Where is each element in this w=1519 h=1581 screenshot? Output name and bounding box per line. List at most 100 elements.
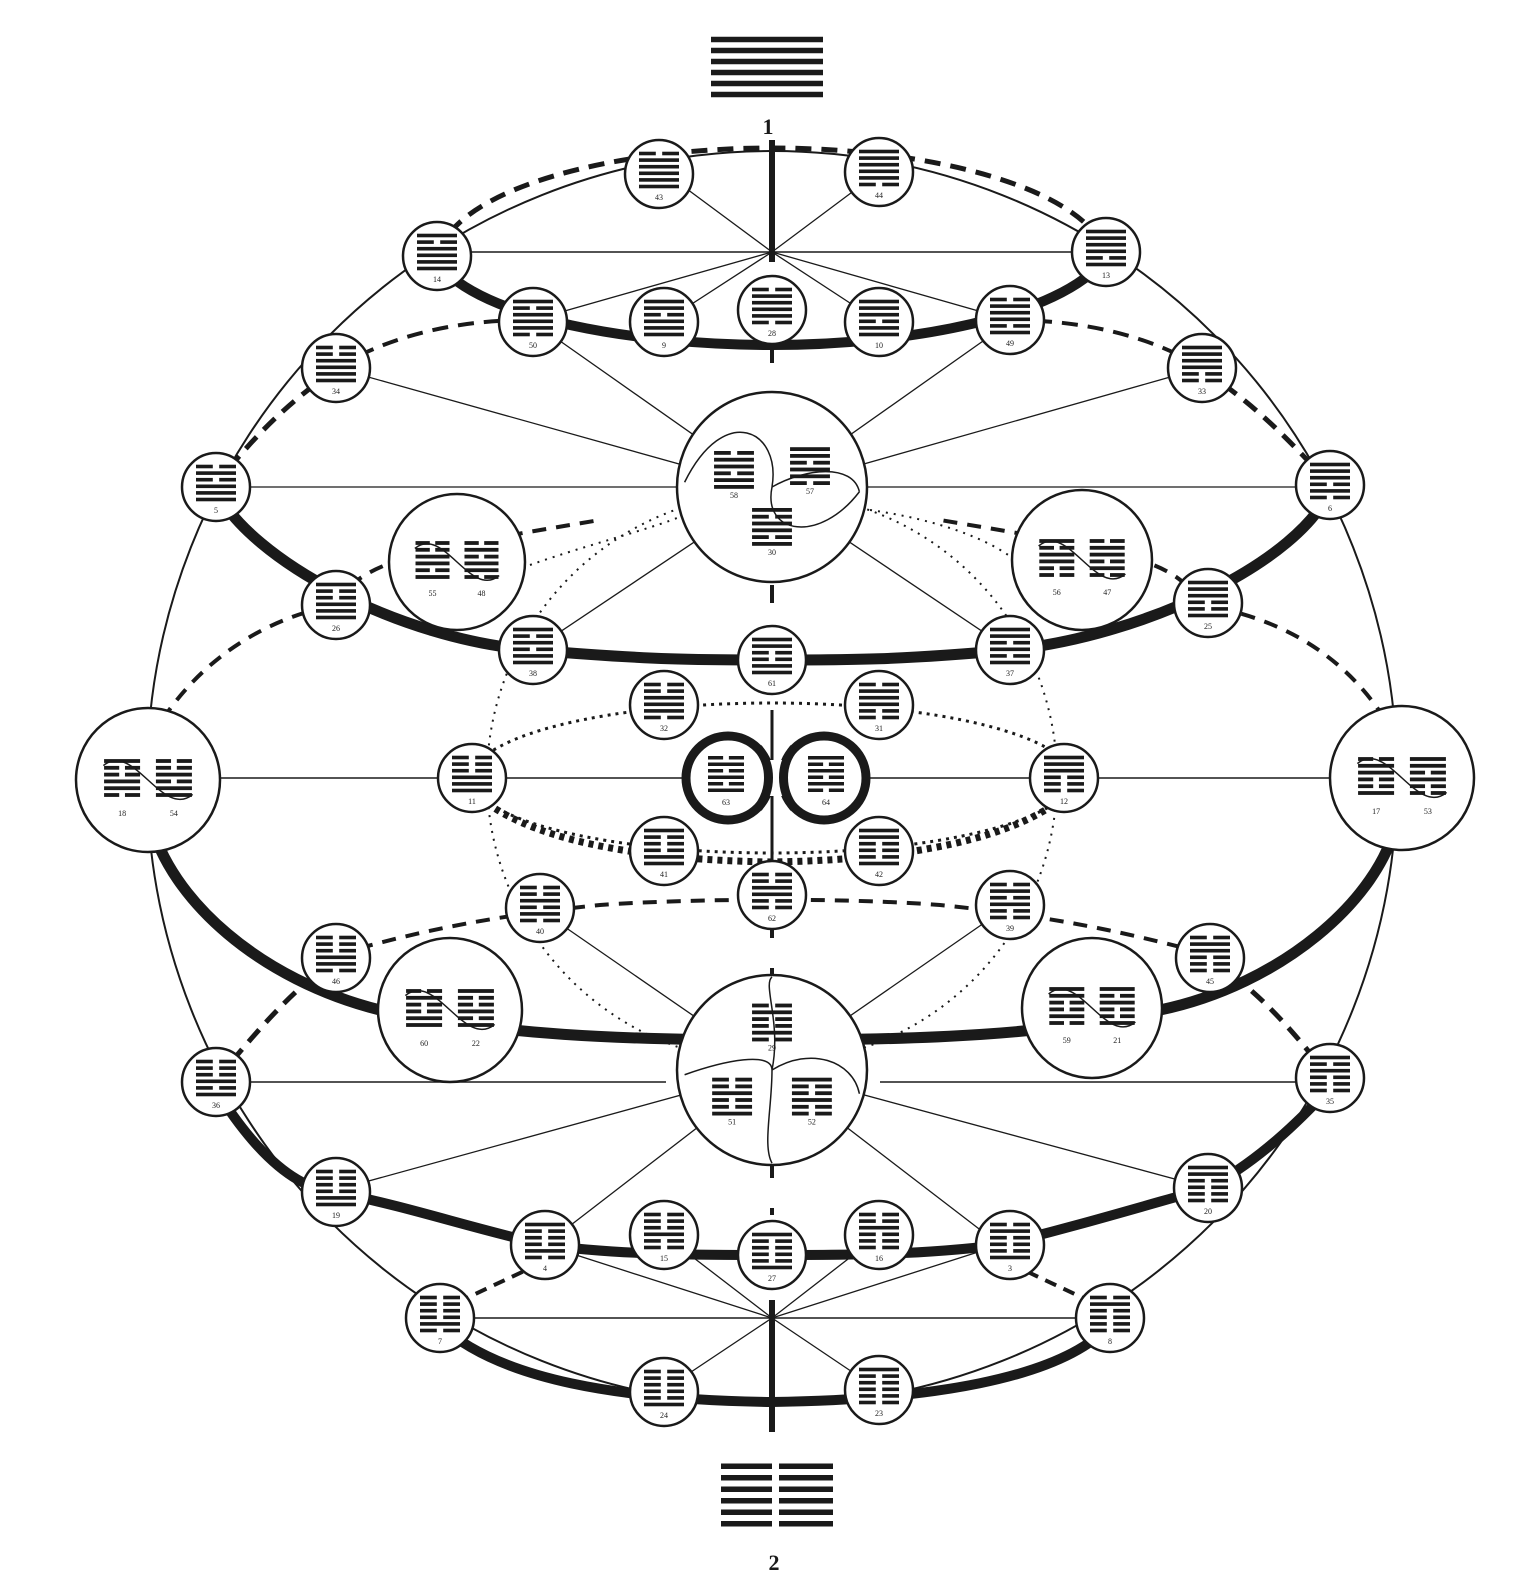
hexagram-5-label: 5 [214, 506, 218, 515]
bottom-rim-front [436, 1321, 1114, 1408]
hexagram-6-glyph [1310, 462, 1350, 500]
hexagram-11-glyph [452, 755, 492, 793]
hexagram-node-35: 35 [1294, 1042, 1366, 1114]
hexagram-19-glyph [316, 1169, 356, 1207]
hexagram-27-label: 27 [768, 1274, 776, 1283]
hexagram-16-label: 16 [875, 1254, 883, 1263]
bottom-symbol-label: 2 [768, 1550, 780, 1575]
hexagram-62-glyph [752, 872, 792, 910]
hexagram-18-label: 18 [118, 809, 126, 818]
hexagram-17-glyph [1358, 757, 1395, 795]
hexagram-26-label: 26 [332, 624, 340, 633]
hexagram-61-label: 61 [768, 679, 776, 688]
hexagram-35-glyph [1310, 1055, 1350, 1093]
hexagram-54-label: 54 [170, 809, 178, 818]
hexagram-node-3: 3 [974, 1209, 1046, 1281]
hexagram-27-glyph [752, 1232, 792, 1270]
hexagram-36-glyph [196, 1059, 236, 1097]
hexagram-node-40: 40 [504, 872, 576, 944]
hexagram-29-label: 29 [768, 1044, 776, 1053]
hexagram-35-label: 35 [1326, 1097, 1334, 1106]
hexagram-node-42: 42 [843, 815, 915, 887]
hexagram-15-glyph [644, 1212, 684, 1250]
hexagram-15-label: 15 [660, 1254, 668, 1263]
hexagram-node-37: 37 [974, 614, 1046, 686]
hexagram-4-glyph [525, 1222, 565, 1260]
hexagram-node-9: 9 [628, 286, 700, 358]
hexagram-56-label: 56 [1053, 588, 1061, 597]
hexagram-20-label: 20 [1204, 1207, 1212, 1216]
lat-3-back [334, 518, 1202, 606]
hexagram-34-label: 34 [332, 387, 340, 396]
hexagram-node-14: 14 [401, 220, 473, 292]
hexagram-51-label: 51 [728, 1118, 736, 1127]
hexagram-2-right-glyph [779, 1463, 833, 1527]
hexagram-46-glyph [316, 935, 356, 973]
hexagram-39-label: 39 [1006, 924, 1014, 933]
hexagram-49-glyph [990, 297, 1030, 335]
hexagram-38-label: 38 [529, 669, 537, 678]
hexagram-61-glyph [752, 637, 792, 675]
hexagram-8-label: 8 [1108, 1337, 1112, 1346]
hexagram-52-label: 52 [808, 1118, 816, 1127]
hexagram-32-label: 32 [660, 724, 668, 733]
hexagram-2-left-glyph [721, 1463, 775, 1527]
hexagram-55-label: 55 [429, 589, 437, 598]
hexagram-14-label: 14 [433, 275, 441, 284]
hexagram-49-label: 49 [1006, 339, 1014, 348]
top-symbol-label: 1 [762, 114, 774, 139]
equator-back-left [148, 603, 337, 741]
hexagram-node-33: 33 [1166, 332, 1238, 404]
hexagram-9-glyph [644, 299, 684, 337]
hexagram-22-label: 22 [472, 1039, 480, 1048]
hexagram-38-glyph [513, 627, 553, 665]
hexagram-57-label: 57 [806, 487, 814, 496]
hexagram-45-label: 45 [1206, 977, 1214, 986]
hexagram-20-glyph [1188, 1165, 1228, 1203]
hexagram-21-glyph [1099, 987, 1135, 1025]
hexagram-3-glyph [990, 1222, 1030, 1260]
hexagram-23-label: 23 [875, 1409, 883, 1418]
hexagram-63-label: 63 [722, 798, 730, 807]
hexagram-node-39: 39 [974, 869, 1046, 941]
hexagram-42-glyph [859, 828, 899, 866]
top-hexagram-symbol [711, 36, 823, 98]
hexagram-57-glyph [790, 447, 830, 485]
hexagram-node-50: 50 [497, 286, 569, 358]
hexagram-node-32: 32 [628, 669, 700, 741]
hexagram-node-12: 12 [1028, 742, 1100, 814]
hexagram-63-glyph [708, 756, 744, 792]
hexagram-node-8: 8 [1074, 1282, 1146, 1354]
triad-lower-node: 29 51 52 [675, 973, 869, 1167]
hexagram-node-16: 16 [843, 1199, 915, 1271]
hexagram-46-label: 46 [332, 977, 340, 986]
hexagram-23-glyph [859, 1367, 899, 1405]
hexagram-37-label: 37 [1006, 669, 1014, 678]
hexagram-node-11: 11 [436, 742, 508, 814]
hexagram-12-label: 12 [1060, 797, 1068, 806]
hexagram-31-glyph [859, 682, 899, 720]
hexagram-11-label: 11 [468, 797, 476, 806]
hexagram-42-label: 42 [875, 870, 883, 879]
hexagram-12-glyph [1044, 755, 1084, 793]
hexagram-25-glyph [1188, 580, 1228, 618]
hexagram-33-label: 33 [1198, 387, 1206, 396]
hexagram-node-10: 10 [843, 286, 915, 358]
hexagram-13-label: 13 [1102, 271, 1110, 280]
hexagram-9-label: 9 [662, 341, 666, 350]
hexagram-17-label: 17 [1372, 807, 1380, 816]
hexagram-node-45: 45 [1174, 922, 1246, 994]
hexagram-node-44: 44 [843, 136, 915, 208]
hexagram-node-15: 15 [628, 1199, 700, 1271]
hexagram-64-glyph [808, 756, 844, 792]
hexagram-43-label: 43 [655, 193, 663, 202]
hexagram-53-label: 53 [1424, 807, 1432, 816]
hexagram-47-glyph [1089, 539, 1125, 577]
hexagram-22-glyph [457, 989, 494, 1027]
hexagram-node-38: 38 [497, 614, 569, 686]
